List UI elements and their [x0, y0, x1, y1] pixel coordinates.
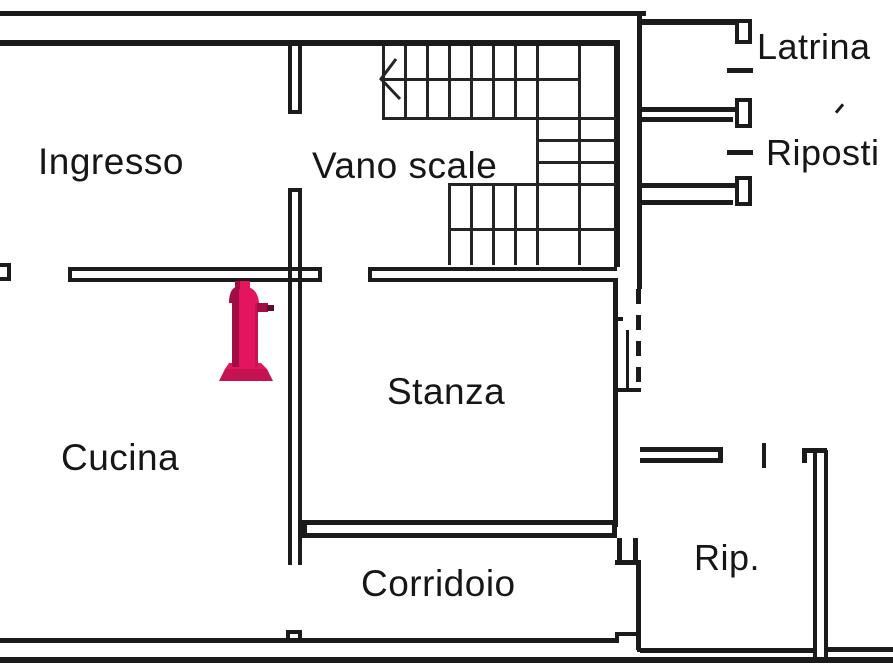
room-label-latrina: Latrina [757, 26, 871, 67]
wall-notch [286, 630, 302, 634]
stair-mid-line [383, 78, 579, 81]
marker-body-edge [255, 299, 258, 367]
wall-annex-bottom [642, 200, 733, 205]
wall-rip-right [824, 450, 828, 660]
room-label-rip: Rip. [694, 537, 761, 578]
wall-bottom-outer [0, 657, 893, 663]
marker-knob-shade [235, 281, 240, 289]
opening-line [626, 330, 629, 388]
wall-annex-divider [642, 117, 733, 122]
wall-corridor-top [307, 520, 613, 525]
wall-annex-divider [642, 107, 736, 112]
room-label-ripostiglio: Riposti [766, 132, 880, 173]
wall-ingresso-bottom [68, 267, 322, 271]
dashed-opening [636, 289, 641, 392]
room-label-corridoio: Corridoio [361, 563, 516, 604]
wall-notch [286, 630, 290, 643]
wall-latrina-top [642, 19, 737, 25]
door-jamb [735, 176, 752, 206]
wall-bottom-inner [0, 638, 617, 643]
pink-hydrant-marker [219, 281, 274, 381]
wall-divider-lower [288, 188, 292, 565]
stair-boundary [578, 46, 581, 265]
stair-tread [448, 46, 451, 119]
wall-cap [368, 267, 372, 282]
door-dash [727, 68, 753, 73]
wall-rip-right [813, 450, 817, 660]
marker-body-shade [232, 299, 239, 367]
wall-corridor-stub [617, 538, 622, 565]
wall-annex-left [637, 12, 642, 289]
opening-tick [613, 317, 623, 321]
wall-top-inner [0, 40, 620, 46]
opening-tick [617, 388, 641, 392]
wall-divider-upper [298, 40, 302, 114]
wall-divider-lower [298, 188, 302, 565]
wall-notch [615, 632, 641, 636]
stair-tread [448, 228, 616, 231]
wall-cap [288, 110, 302, 114]
stair-tread [492, 183, 495, 265]
stair-tread [514, 46, 517, 119]
wall-annex-bottom [642, 183, 736, 188]
wall-vano-bottom [368, 267, 617, 271]
door-jamb [735, 19, 752, 44]
wall-notch [298, 630, 302, 643]
wall-rip-left [636, 565, 641, 650]
wall-cap [288, 188, 302, 192]
stair-direction-arrow [379, 58, 402, 101]
wall-left-stub [0, 277, 11, 281]
wall-rip-top-stub [718, 447, 723, 463]
stair-tread [470, 46, 473, 119]
wall-corridor-stub [633, 538, 638, 565]
wall-corridor-top [302, 533, 617, 538]
wall-cap [302, 520, 307, 538]
stair-tread [514, 183, 517, 265]
stair-tread [536, 139, 616, 142]
door-dash [762, 443, 766, 468]
wall-left-stub [0, 263, 11, 267]
stair-tread [448, 183, 451, 265]
stair-boundary [536, 46, 539, 265]
wall-top-outer [0, 11, 646, 16]
marker-top-knob [235, 281, 250, 289]
room-label-cucina: Cucina [61, 437, 180, 478]
stray-mark [834, 103, 845, 114]
room-label-ingresso: Ingresso [38, 141, 184, 182]
wall-rip-bottom [640, 648, 817, 653]
door-dash [727, 150, 753, 155]
wall-rip-top [640, 458, 718, 463]
stair-tread [470, 183, 473, 265]
wall-cap [68, 267, 72, 282]
room-label-vano-scale: Vano scale [312, 145, 498, 186]
wall-divider-upper [288, 40, 292, 114]
marker-dome-shade [229, 286, 239, 303]
marker-base-front [219, 369, 273, 381]
room-label-stanza: Stanza [387, 371, 506, 412]
wall-notch [637, 632, 641, 652]
stair-tread [492, 46, 495, 119]
marker-nozzle [257, 303, 268, 312]
wall-cap [318, 267, 322, 282]
stair-tread [448, 183, 616, 186]
wall-ingresso-bottom [68, 278, 322, 282]
wall-bottom-right [828, 647, 893, 652]
stair-tread [404, 46, 407, 119]
stair-tread [536, 161, 616, 164]
wall-left-stub-cap [7, 263, 11, 281]
wall-rip-step [615, 560, 641, 565]
door-jamb [735, 98, 752, 128]
wall-stanza-right [613, 278, 618, 527]
wall-vano-bottom [368, 278, 617, 282]
wall-notch [615, 632, 619, 643]
stair-tread [426, 46, 429, 119]
wall-rip-top [640, 447, 723, 452]
wall-right-inner [614, 40, 620, 267]
stair-tread [382, 117, 616, 120]
wall-cap [612, 520, 617, 538]
marker-nozzle-tip [267, 305, 274, 311]
wall-rip-corner [802, 448, 807, 463]
